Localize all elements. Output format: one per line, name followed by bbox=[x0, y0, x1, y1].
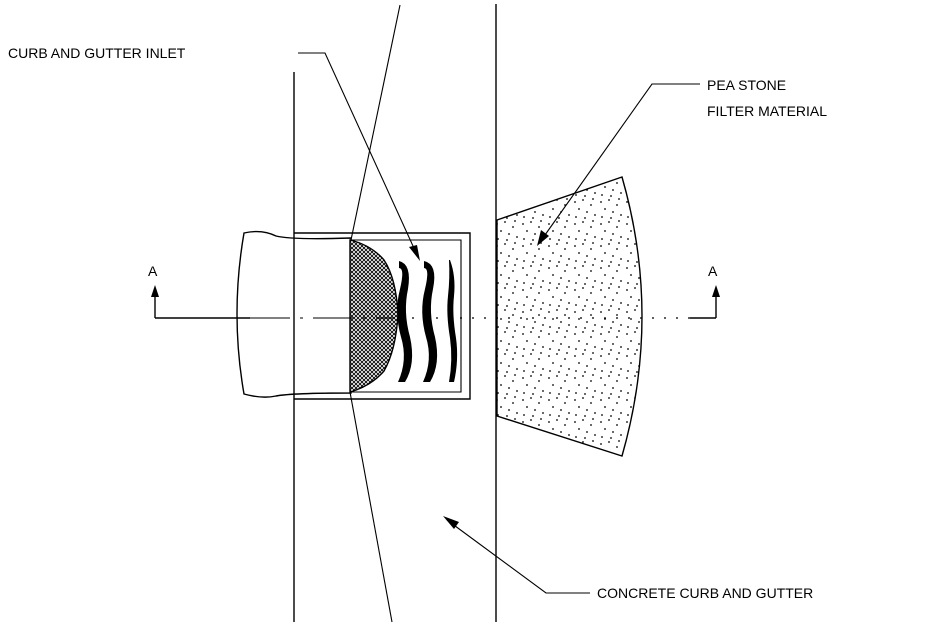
label-curb-inlet: CURB AND GUTTER INLET bbox=[8, 45, 186, 61]
pipe-stub bbox=[236, 230, 352, 398]
grate-bar-1 bbox=[397, 261, 413, 382]
grate-bar-3 bbox=[447, 260, 458, 382]
leader-curb-inlet bbox=[298, 52, 419, 258]
leader-concrete bbox=[446, 519, 590, 594]
label-pea-stone-line1: PEA STONE bbox=[707, 77, 786, 93]
leader-pea-stone bbox=[539, 83, 700, 243]
label-concrete: CONCRETE CURB AND GUTTER bbox=[597, 585, 813, 601]
section-label-right: A bbox=[708, 263, 718, 279]
filter-fabric-mesh bbox=[349, 239, 399, 393]
pea-stone-filter bbox=[496, 176, 643, 457]
diagonal-line-upper bbox=[350, 4, 401, 241]
inlet-frame-outer bbox=[294, 232, 471, 400]
section-label-left: A bbox=[148, 263, 158, 279]
grate-bar-2 bbox=[422, 261, 438, 382]
leader-curb-inlet-arrowhead bbox=[409, 245, 420, 261]
inlet-frame-inner bbox=[351, 239, 462, 393]
leader-pea-stone-arrowhead bbox=[537, 230, 549, 246]
label-pea-stone-line2: FILTER MATERIAL bbox=[707, 103, 827, 119]
section-arrow-left-head bbox=[151, 285, 159, 297]
section-arrow-right-head bbox=[712, 285, 720, 297]
diagonal-line-lower bbox=[349, 391, 393, 623]
leader-concrete-arrowhead bbox=[443, 516, 459, 529]
